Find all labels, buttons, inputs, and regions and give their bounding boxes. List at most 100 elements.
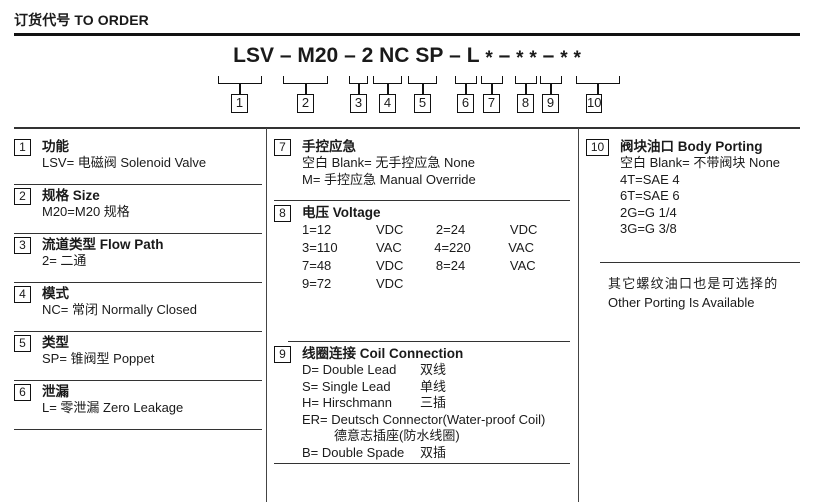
- entry-option-7-1: M= 手控应急 Manual Override: [302, 171, 476, 187]
- coil-code-2: H= Hirschmann: [302, 395, 392, 410]
- order-code-dash-3: –: [449, 44, 461, 67]
- callout-box-8: 8: [517, 94, 534, 113]
- callout-box-7: 7: [483, 94, 500, 113]
- column-left: 1 功能 LSV= 电磁阀 Solenoid Valve 2 规格 Size M…: [14, 138, 262, 432]
- entry-title-3: 流道类型 Flow Path: [42, 236, 262, 253]
- entry-title-7: 手控应急: [302, 138, 570, 155]
- entry-option-5-0: SP= 锥阀型 Poppet: [42, 351, 155, 366]
- entry-divider-8: [288, 341, 570, 343]
- porting-note: 其它螺纹油口也是可选择的 Other Porting Is Available: [586, 274, 800, 312]
- entry-option-10-2: 6T=SAE 6: [620, 188, 680, 203]
- entry-divider-4: [14, 331, 262, 333]
- entry-title-cn-8: 电压: [302, 205, 329, 220]
- bracket-stem-4: [387, 84, 389, 94]
- bracket-stem-5: [422, 84, 424, 94]
- bracket-2: [283, 76, 328, 84]
- bracket-1: [218, 76, 262, 84]
- column-separator-2: [578, 128, 580, 502]
- entry-title-5: 类型: [42, 334, 262, 351]
- column-middle: 7 手控应急 空白 Blank= 无手控应急 None M= 手控应急 Manu…: [274, 138, 570, 467]
- entry-title-en-2: Size: [72, 188, 100, 203]
- entry-title-4: 模式: [42, 285, 262, 302]
- entry-option-10-3: 2G=G 1/4: [620, 204, 677, 220]
- order-code-star-1: *: [485, 48, 493, 69]
- entry-divider-6: [14, 429, 262, 431]
- callout-box-5: 5: [414, 94, 431, 113]
- order-code-line: LSV – M20 – 2 NC SP – L * – * * – * *: [0, 44, 814, 70]
- order-code-dash-1: –: [279, 44, 292, 67]
- voltage-code-4: 7=48: [302, 258, 332, 273]
- coil-row-er-cn: 德意志插座(防水线圈): [334, 428, 460, 443]
- voltage-unit-4: VDC: [376, 258, 404, 273]
- voltage-unit-5: VAC: [509, 258, 536, 273]
- bracket-4: [373, 76, 402, 84]
- voltage-unit-1: VDC: [509, 222, 538, 237]
- voltage-unit-2: VAC: [376, 240, 402, 255]
- entry-title-10: 阀块油口 Body Porting: [620, 138, 800, 155]
- entry-number-8: 8: [274, 205, 291, 222]
- entry-title-cn-2: 规格: [42, 188, 69, 203]
- header-rule: [14, 33, 800, 36]
- voltage-unit-0: VDC: [376, 222, 404, 237]
- order-code-star-5: *: [573, 48, 581, 69]
- bracket-9: [540, 76, 562, 84]
- entry-4: 4 模式 NC= 常闭 Normally Closed: [14, 285, 262, 334]
- entry-3: 3 流道类型 Flow Path 2= 二通: [14, 236, 262, 285]
- callout-box-2: 2: [297, 94, 314, 113]
- voltage-code-0: 1=12: [302, 222, 332, 237]
- callout-box-3: 3: [350, 94, 367, 113]
- entry-divider-2: [14, 233, 262, 235]
- entry-number-1: 1: [14, 139, 31, 156]
- entry-1: 1 功能 LSV= 电磁阀 Solenoid Valve: [14, 138, 262, 187]
- voltage-code-5: 8=24: [435, 258, 466, 273]
- coil-code-1: S= Single Lead: [302, 378, 391, 394]
- order-code-token-nc: NC: [379, 44, 410, 67]
- bracket-stem-3: [358, 84, 360, 94]
- callout-box-1: 1: [231, 94, 248, 113]
- voltage-code-1: 2=24: [435, 222, 466, 237]
- entry-number-5: 5: [14, 335, 31, 352]
- entry-title-cn-6: 泄漏: [42, 384, 69, 399]
- callout-box-6: 6: [457, 94, 474, 113]
- porting-note-cn: 其它螺纹油口也是可选择的: [608, 276, 779, 291]
- voltage-row-0: 1=12 VDC: [302, 222, 403, 239]
- bracket-6: [455, 76, 477, 84]
- bracket-8: [515, 76, 537, 84]
- entry-option-10-0: 空白 Blank= 不带阀块 None: [620, 155, 781, 170]
- entry-title-en-3: Flow Path: [99, 237, 164, 252]
- entry-option-6-0: L= 零泄漏 Zero Leakage: [42, 400, 184, 415]
- entry-number-4: 4: [14, 286, 31, 303]
- bracket-stem-8: [525, 84, 527, 94]
- entry-6: 6 泄漏 L= 零泄漏 Zero Leakage: [14, 383, 262, 432]
- coil-code-4: B= Double Spade: [302, 444, 405, 460]
- entry-divider-7: [274, 200, 570, 202]
- callout-group: 1 2 3 4 5 6 7 8 9 10: [0, 76, 814, 122]
- entry-title-cn-9: 线圈连接: [302, 346, 356, 361]
- entry-divider-9: [274, 463, 570, 465]
- callout-box-4: 4: [379, 94, 396, 113]
- page-title: 订货代号 TO ORDER: [14, 10, 149, 30]
- order-code-dash-4: –: [498, 44, 511, 67]
- order-code-star-4: *: [560, 48, 568, 69]
- entry-title-en-10: Body Porting: [677, 139, 763, 154]
- entry-option-3-0: 2= 二通: [42, 253, 87, 268]
- order-code-token-lsv: LSV: [233, 44, 274, 67]
- entry-title-cn-3: 流道类型: [42, 237, 96, 252]
- bracket-5: [408, 76, 437, 84]
- entry-divider-3: [14, 282, 262, 284]
- callout-box-9: 9: [542, 94, 559, 113]
- entry-title-cn-4: 模式: [42, 286, 69, 301]
- entry-title-en-8: Voltage: [332, 205, 381, 220]
- column-separator-1: [266, 128, 268, 502]
- entry-number-3: 3: [14, 237, 31, 254]
- entry-option-10-1: 4T=SAE 4: [620, 171, 680, 187]
- order-code-token-2: 2: [361, 44, 374, 67]
- bracket-stem-7: [491, 84, 493, 94]
- order-code-dash-5: –: [542, 44, 555, 67]
- voltage-row-5: 8=24 VAC: [436, 258, 536, 275]
